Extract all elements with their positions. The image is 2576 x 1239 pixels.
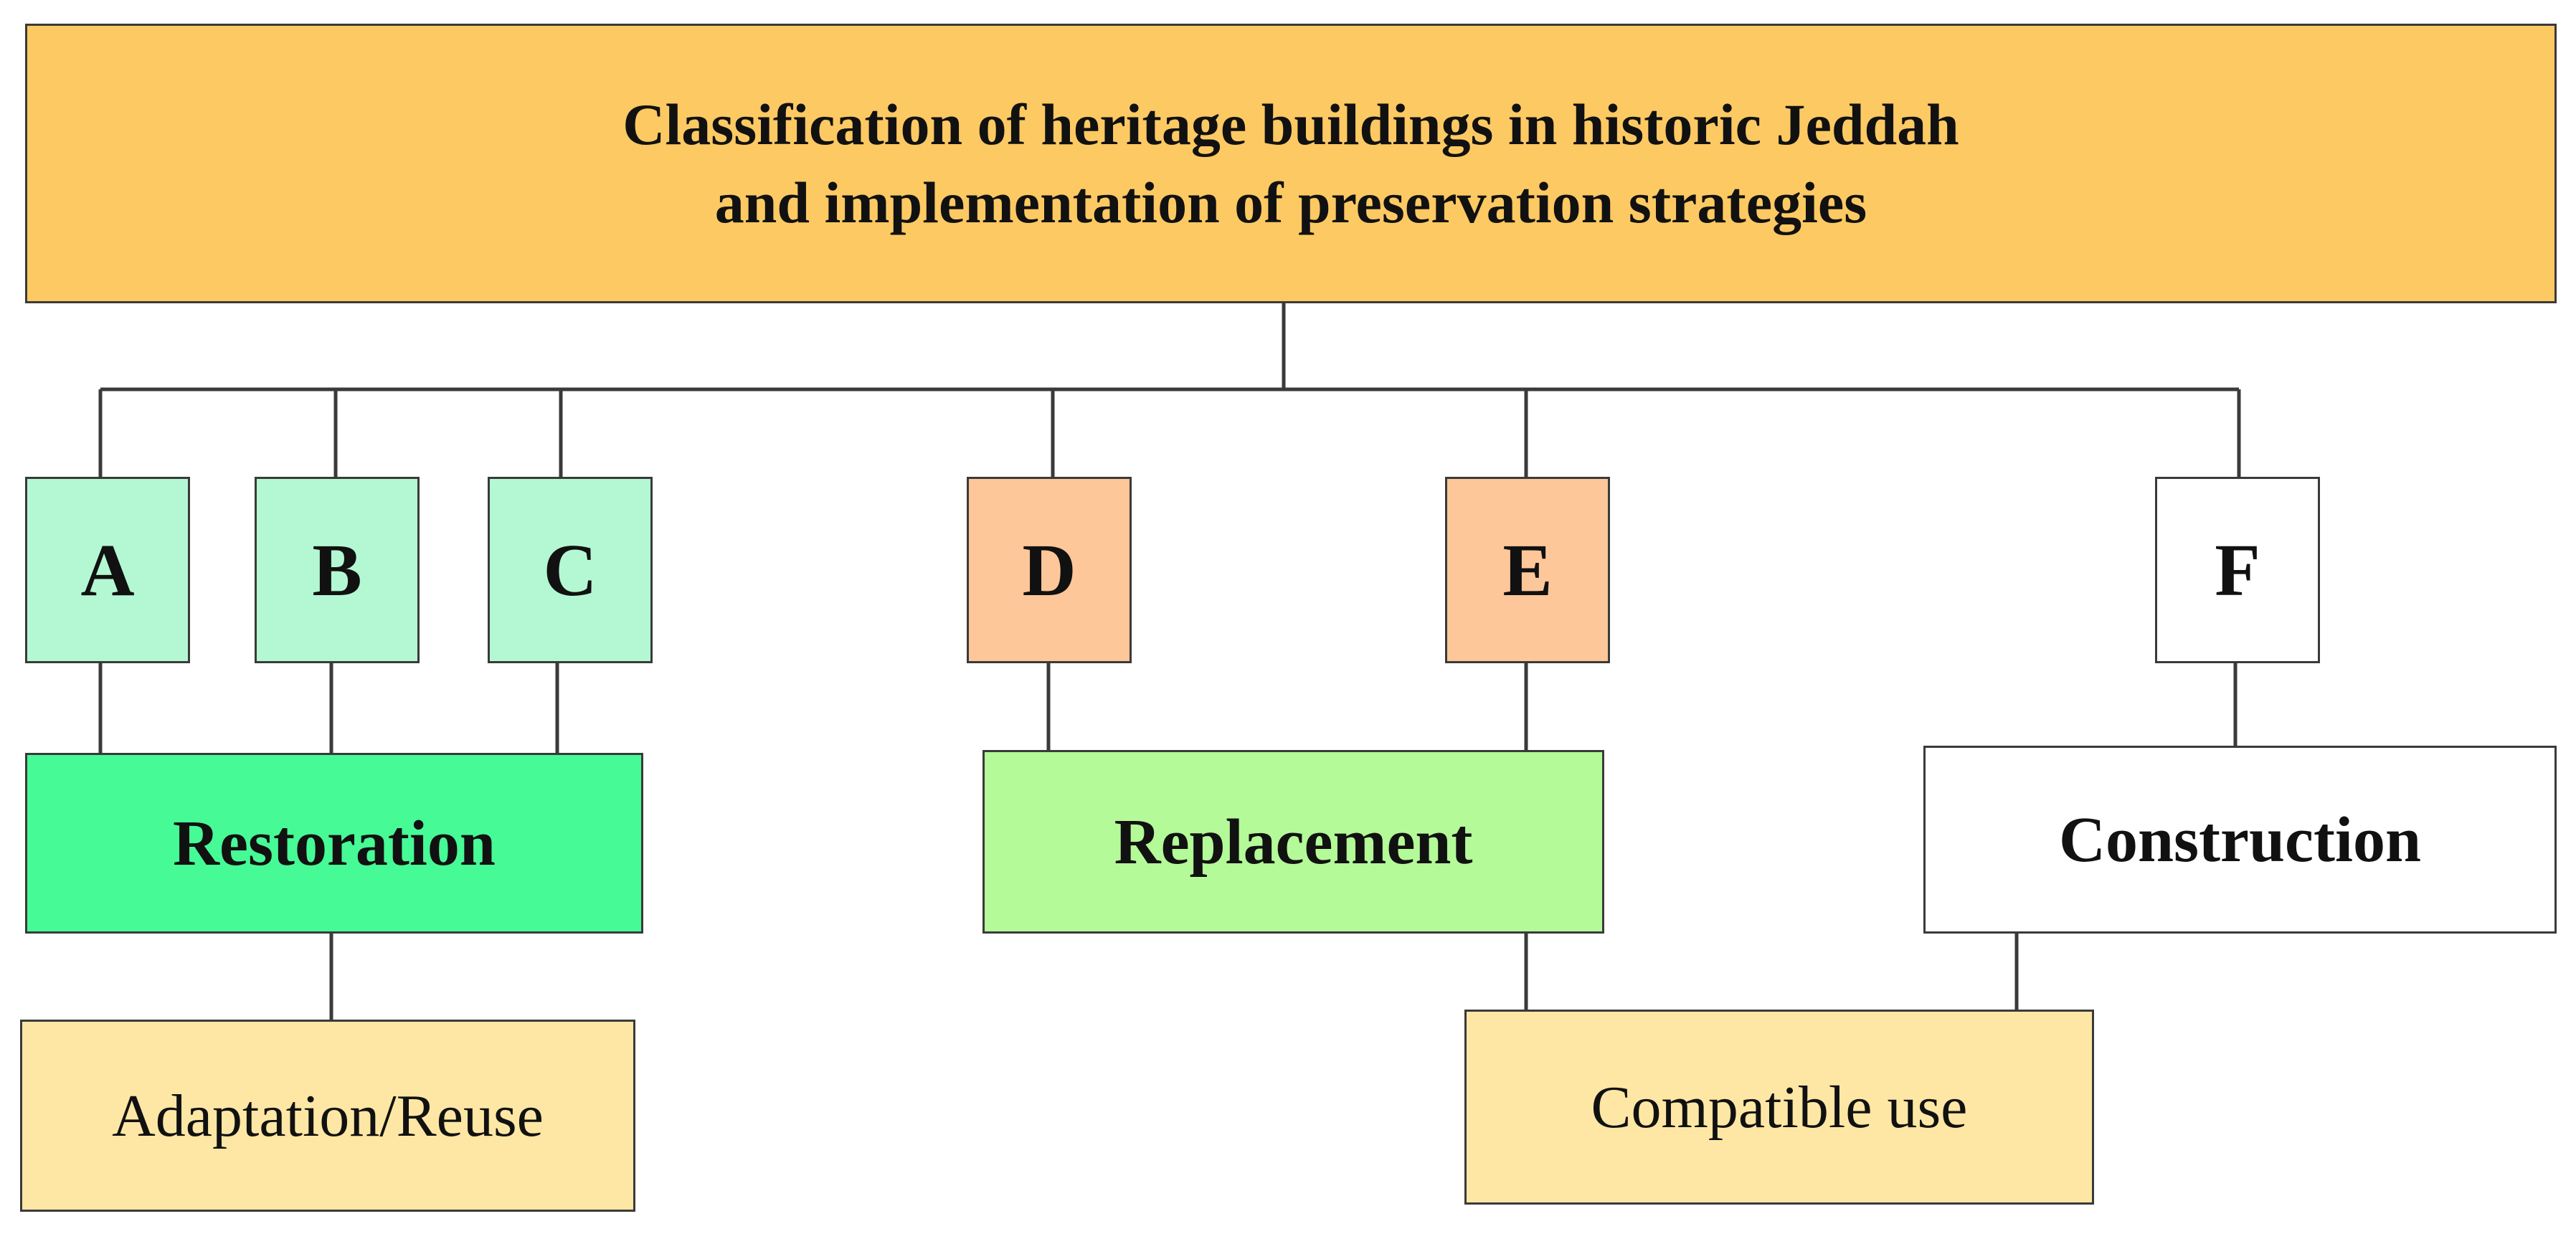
category-box-f: F bbox=[2155, 477, 2320, 663]
category-box-e: E bbox=[1445, 477, 1610, 663]
strategy-box-construction: Construction bbox=[1923, 746, 2557, 934]
category-box-c: C bbox=[488, 477, 653, 663]
category-label-a: A bbox=[80, 528, 135, 612]
outcome-box-compatible-use: Compatible use bbox=[1464, 1010, 2094, 1205]
strategy-label-construction: Construction bbox=[2058, 804, 2422, 875]
outcome-box-adaptation: Adaptation/Reuse bbox=[20, 1020, 635, 1212]
strategy-box-restoration: Restoration bbox=[25, 753, 643, 934]
outcome-label-compatible-use: Compatible use bbox=[1591, 1073, 1968, 1141]
strategy-label-replacement: Replacement bbox=[1114, 806, 1473, 878]
diagram-title: Classification of heritage buildings in … bbox=[622, 91, 1959, 235]
category-label-b: B bbox=[312, 528, 362, 612]
category-label-f: F bbox=[2215, 528, 2260, 612]
diagram-title-box: Classification of heritage buildings in … bbox=[25, 24, 2557, 303]
strategy-label-restoration: Restoration bbox=[173, 807, 496, 879]
strategy-box-replacement: Replacement bbox=[982, 750, 1604, 934]
category-label-c: C bbox=[543, 528, 597, 612]
outcome-label-adaptation: Adaptation/Reuse bbox=[112, 1082, 544, 1149]
category-label-e: E bbox=[1502, 528, 1553, 612]
category-box-b: B bbox=[255, 477, 420, 663]
category-label-d: D bbox=[1022, 528, 1076, 612]
category-box-a: A bbox=[25, 477, 190, 663]
category-box-d: D bbox=[967, 477, 1132, 663]
